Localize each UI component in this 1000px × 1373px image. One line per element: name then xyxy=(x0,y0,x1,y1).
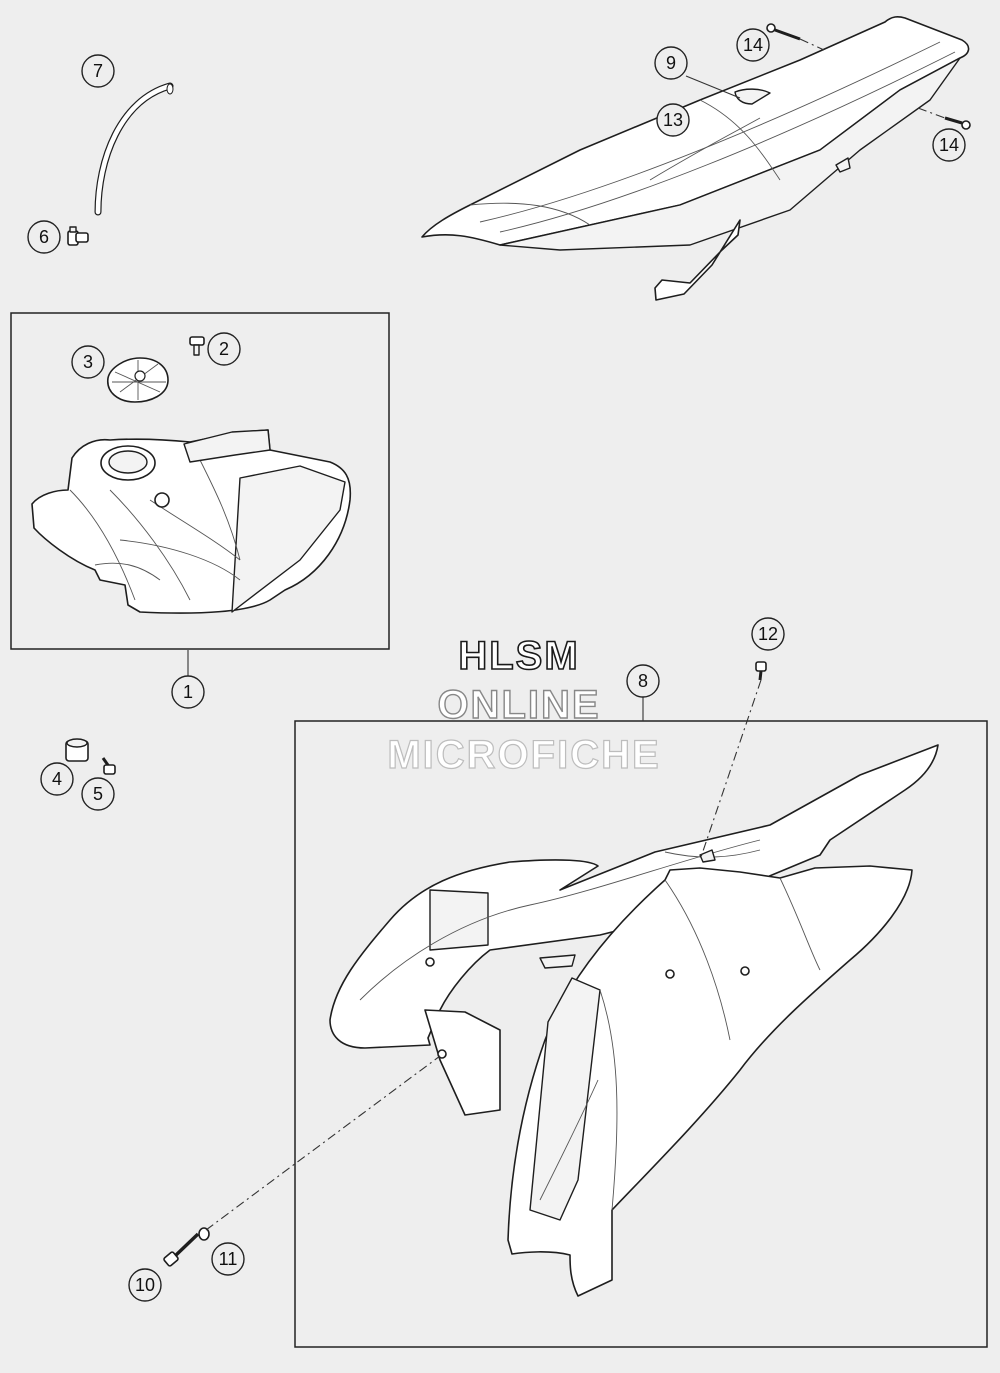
fuel-cap[interactable] xyxy=(107,357,169,403)
callout-13[interactable]: 13 xyxy=(656,103,690,137)
callout-1[interactable]: 1 xyxy=(171,675,205,709)
seat-screw-rear[interactable] xyxy=(944,116,971,130)
cover-washer[interactable] xyxy=(198,1227,210,1241)
svg-text:2: 2 xyxy=(219,339,229,359)
svg-text:5: 5 xyxy=(93,784,103,804)
fuel-tank[interactable] xyxy=(31,429,352,614)
svg-text:7: 7 xyxy=(93,61,103,81)
svg-text:10: 10 xyxy=(135,1275,155,1295)
spoiler-right[interactable] xyxy=(507,865,913,1297)
callout-4[interactable]: 4 xyxy=(40,762,74,796)
leader-14-rear xyxy=(917,107,946,119)
hose-fitting[interactable] xyxy=(67,226,89,246)
callout-10[interactable]: 10 xyxy=(128,1268,162,1302)
leader-12 xyxy=(699,679,762,861)
svg-text:6: 6 xyxy=(39,227,49,247)
leader-9 xyxy=(685,75,741,99)
callout-9[interactable]: 9 xyxy=(654,46,688,80)
callout-2[interactable]: 2 xyxy=(207,332,241,366)
svg-text:8: 8 xyxy=(638,671,648,691)
callout-11[interactable]: 11 xyxy=(211,1242,245,1276)
collar-screw[interactable] xyxy=(101,757,116,775)
svg-text:14: 14 xyxy=(939,135,959,155)
cover-screw[interactable] xyxy=(163,1232,200,1267)
watermark-line-2: ONLINE xyxy=(437,683,600,727)
svg-text:3: 3 xyxy=(83,352,93,372)
svg-text:13: 13 xyxy=(663,110,683,130)
watermark-line-1: HLSM xyxy=(458,634,579,678)
cap-vent-valve[interactable] xyxy=(189,336,205,356)
svg-text:9: 9 xyxy=(666,53,676,73)
callout-14-rear[interactable]: 14 xyxy=(932,128,966,162)
svg-text:11: 11 xyxy=(219,1249,238,1269)
callout-6[interactable]: 6 xyxy=(27,220,61,254)
watermark-line-3: MICROFICHE xyxy=(387,733,660,777)
svg-text:4: 4 xyxy=(52,769,62,789)
seat[interactable] xyxy=(421,16,970,301)
svg-text:1: 1 xyxy=(183,682,193,702)
svg-text:12: 12 xyxy=(758,624,778,644)
callout-3[interactable]: 3 xyxy=(71,345,105,379)
breather-hose[interactable] xyxy=(94,82,174,216)
seat-screw-front[interactable] xyxy=(766,23,801,41)
callout-8[interactable]: 8 xyxy=(626,664,660,698)
callout-7[interactable]: 7 xyxy=(81,54,115,88)
callout-5[interactable]: 5 xyxy=(81,777,115,811)
leader-14-front xyxy=(799,38,825,51)
rubber-spacer[interactable] xyxy=(65,738,89,762)
spoiler-left[interactable] xyxy=(329,744,939,1116)
top-screw[interactable] xyxy=(755,661,767,681)
svg-text:14: 14 xyxy=(743,35,763,55)
callout-14-front[interactable]: 14 xyxy=(736,28,770,62)
callout-12[interactable]: 12 xyxy=(751,617,785,651)
